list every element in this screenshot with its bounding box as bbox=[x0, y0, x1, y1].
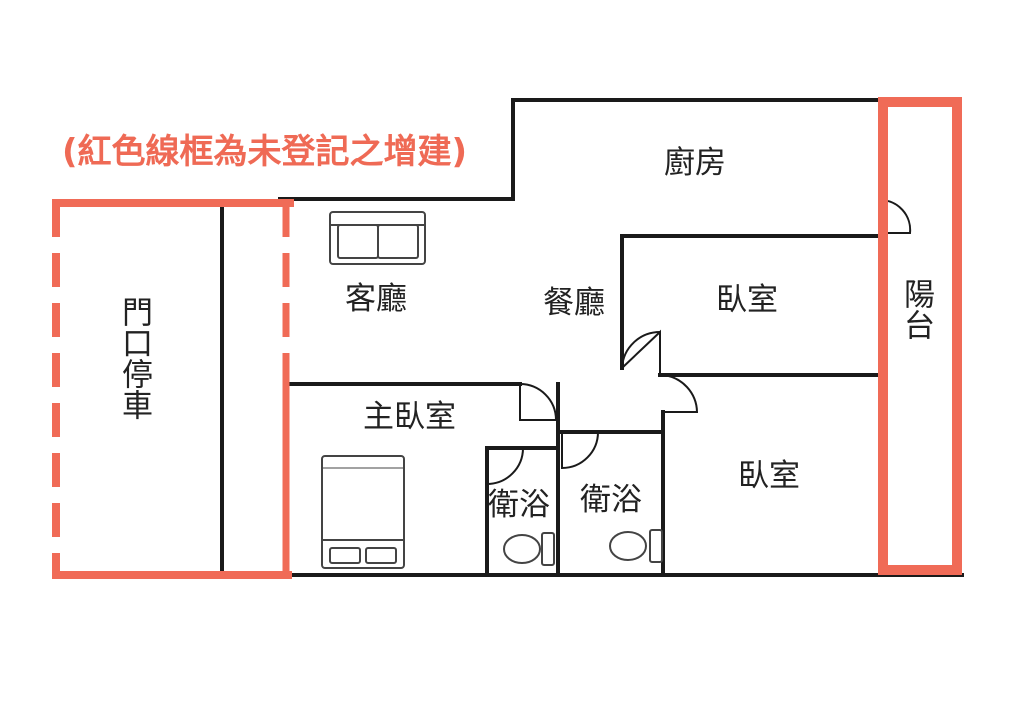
room-label-bedroom-top: 臥室 bbox=[716, 282, 778, 318]
door-swing-icon bbox=[621, 329, 661, 375]
door-swing-icon bbox=[621, 330, 661, 369]
wall-top bbox=[278, 98, 882, 201]
room-label-living: 客廳 bbox=[345, 281, 407, 317]
room-label-bedroom-bottom: 臥室 bbox=[738, 458, 800, 494]
unregistered-addition-note: (紅色線框為未登記之增建) bbox=[62, 132, 468, 172]
door-swing-icon bbox=[486, 447, 524, 486]
door-swing-icon bbox=[561, 431, 599, 470]
room-label-dining: 餐廳 bbox=[543, 285, 605, 321]
balcony-outline bbox=[878, 97, 962, 575]
door-swing-icon bbox=[519, 383, 558, 421]
toilet-icon bbox=[609, 529, 663, 563]
room-label-bath-left: 衛浴 bbox=[488, 487, 550, 523]
sofa-icon bbox=[329, 211, 426, 265]
bed-icon bbox=[321, 455, 405, 569]
addition-outlines bbox=[52, 97, 962, 579]
door-swing-icon bbox=[662, 374, 699, 413]
room-label-balcony: 陽台 bbox=[898, 278, 934, 340]
room-label-kitchen: 廚房 bbox=[664, 145, 726, 181]
room-label-bath-right: 衛浴 bbox=[580, 482, 642, 518]
toilet-icon bbox=[503, 532, 555, 566]
walls bbox=[220, 98, 964, 577]
room-label-parking: 門口停車 bbox=[116, 296, 152, 420]
room-label-master-bedroom: 主臥室 bbox=[363, 399, 456, 435]
doors bbox=[486, 198, 912, 486]
